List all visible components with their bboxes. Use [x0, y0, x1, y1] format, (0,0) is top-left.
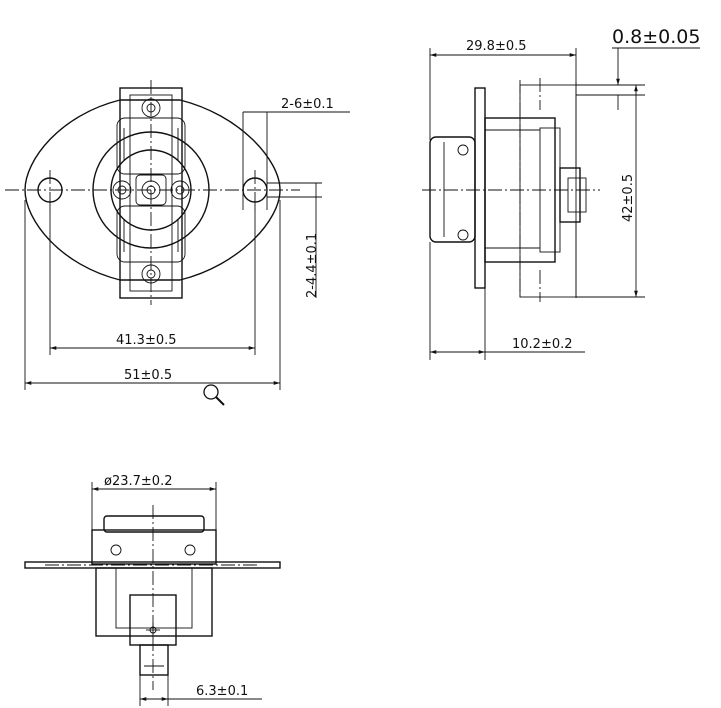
side-cap	[429, 136, 476, 243]
mounting-flange	[24, 99, 281, 281]
bottom-cap	[103, 515, 205, 533]
top-view: 2-6±0.1 2-4.4±0.1 41.3±0.5 51±0.5	[5, 80, 350, 406]
terminal	[559, 167, 581, 223]
side-view: 29.8±0.5 0.8±0.05 42±0.5 10.2±0.2	[422, 26, 700, 360]
dim-cap-diameter: ø23.7±0.2	[104, 474, 172, 489]
dim-overall-width: 51±0.5	[124, 368, 172, 383]
side-plate	[474, 87, 486, 289]
dim-body-width: 29.8±0.5	[466, 39, 527, 54]
dim-slot-width: 2-4.4±0.1	[305, 233, 320, 298]
bottom-view: ø23.7±0.2 6.3±0.1	[24, 474, 281, 706]
dim-hole-diameter: 2-6±0.1	[281, 97, 334, 112]
bottom-body	[95, 567, 213, 637]
dim-terminal-width: 6.3±0.1	[196, 684, 248, 699]
bottom-terminal	[139, 644, 169, 676]
magnifier-icon[interactable]	[203, 384, 225, 406]
dim-height: 42±0.5	[621, 174, 636, 222]
dim-hole-spacing: 41.3±0.5	[116, 333, 177, 348]
dim-base-depth: 10.2±0.2	[512, 337, 573, 352]
dim-plate-thickness: 0.8±0.05	[612, 26, 700, 48]
